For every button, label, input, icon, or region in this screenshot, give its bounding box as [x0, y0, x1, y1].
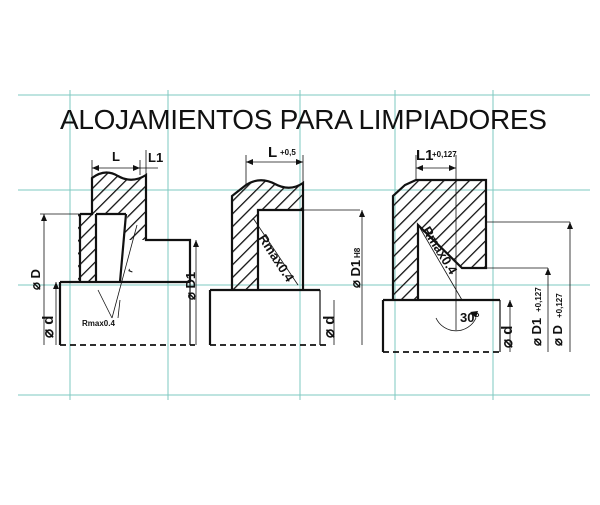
angle-label: 30° [460, 310, 480, 325]
radius-label-1: Rmax0.4 [82, 319, 115, 328]
profile-1: Rmax0.4 r L L1 ⌀ D ⌀ d ⌀ D1 [28, 149, 199, 346]
dim-D-label-1: ⌀ D [28, 269, 43, 290]
dim-D1-label-2: ⌀ D1 [348, 260, 363, 288]
dim-D-tol-3: +0,127 [555, 293, 564, 318]
dim-L-tol-2: +0,5 [280, 148, 296, 157]
radius-label-2: Rmax0.4 [255, 231, 297, 285]
dim-D1-label-1: ⌀ D1 [183, 272, 198, 300]
dim-L-label-1: L [112, 149, 120, 164]
profile-3: 30° Rmax0.4 L1 +0,127 ⌀ d ⌀ D1 +0,127 ⌀ [381, 147, 573, 353]
corner-radius-label: r [125, 268, 135, 274]
wiper-section-1 [78, 172, 146, 282]
dim-D-label-3: ⌀ D [550, 325, 565, 346]
dim-D1-tol-2: H8 [353, 247, 362, 258]
dim-D1-tol-3: +0,127 [534, 287, 543, 312]
wiper-section-2 [232, 180, 303, 290]
dim-L1-label-3: L1 [416, 147, 434, 164]
profile-2: Rmax0.4 L +0,5 ⌀ D1 H8 ⌀ d [208, 144, 365, 346]
dim-L1-label-1: L1 [148, 150, 163, 165]
dim-d-label-2: ⌀ d [321, 316, 338, 338]
wiper-section-3 [393, 180, 486, 300]
dim-L1-tol-3: +0,127 [432, 150, 457, 159]
dim-d-label-1: ⌀ d [40, 316, 57, 338]
dim-L-label-2: L [268, 144, 277, 161]
page-title: ALOJAMIENTOS PARA LIMPIADORES [60, 104, 547, 135]
dim-D1-label-3: ⌀ D1 [529, 318, 544, 346]
dim-d-label-3: ⌀ d [499, 326, 516, 348]
